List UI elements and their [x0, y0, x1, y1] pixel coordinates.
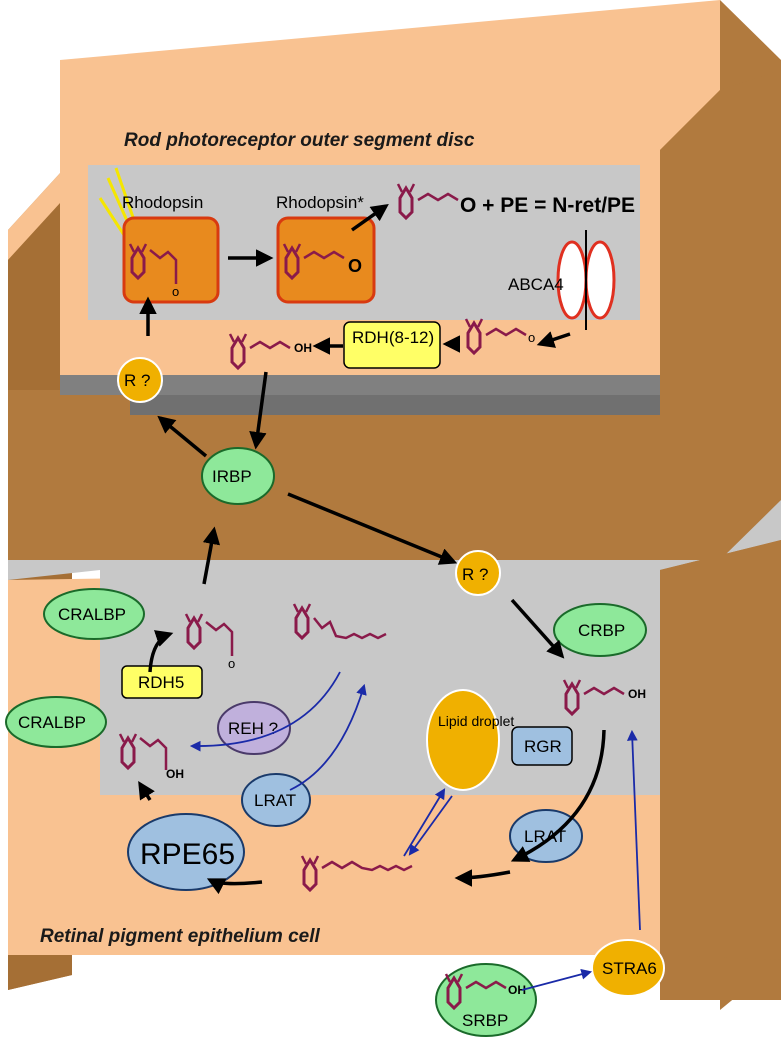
lrat-enzyme-1 — [241, 773, 311, 827]
r-receptor-2-label: R ? — [462, 565, 488, 584]
rgr-box — [511, 726, 573, 766]
retinyl-ester-rpe-icon — [292, 602, 387, 640]
retinal-released-icon — [396, 182, 459, 220]
pe-equation: O + PE = N-ret/PE — [460, 194, 635, 217]
transport-arrows — [189, 671, 641, 991]
retinol-11cis-icon: OH — [118, 732, 184, 781]
svg-text:OH: OH — [628, 687, 646, 701]
rdh5-label: RDH5 — [138, 673, 184, 692]
abca4-label: ABCA4 — [508, 275, 564, 294]
rdh812-box — [343, 321, 441, 369]
irbp-protein — [201, 447, 275, 505]
svg-text:o: o — [528, 330, 535, 345]
retinal-alltrans-icon: O — [282, 242, 362, 280]
svg-text:O: O — [348, 256, 362, 276]
retinol-rod-icon: OH — [228, 332, 312, 370]
lrat-1-label: LRAT — [254, 791, 296, 810]
rhodopsin-box — [122, 216, 220, 304]
r-receptor-1 — [117, 357, 163, 403]
retinal-rpe-11cis-icon: o — [184, 612, 235, 671]
rgr-label: RGR — [524, 737, 562, 756]
retinol-rpe-icon: OH — [562, 678, 646, 716]
r-receptor-1-label: R ? — [124, 371, 150, 390]
rhodopsin-label: Rhodopsin — [122, 193, 203, 212]
pathway-arrows — [138, 203, 606, 895]
rpe-cell-title: Retinal pigment epithelium cell — [40, 926, 320, 947]
svg-text:o: o — [228, 656, 235, 671]
rod-outer-segment-title: Rod photoreceptor outer segment disc — [124, 130, 475, 151]
cralbp-2-label: CRALBP — [18, 713, 86, 732]
rdh812-label: RDH(8-12) — [352, 328, 434, 347]
abca4-transporter-right — [584, 240, 616, 320]
retinyl-ester-bottom-icon — [300, 854, 413, 892]
cell-box — [8, 0, 781, 1010]
rpe65-enzyme — [127, 813, 245, 891]
rdh5-box — [121, 665, 203, 699]
cralbp-protein-1 — [43, 588, 145, 640]
cralbp-1-label: CRALBP — [58, 605, 126, 624]
svg-text:OH: OH — [294, 341, 312, 355]
svg-text:OH: OH — [166, 767, 184, 781]
retinal-abca4-icon: o — [464, 317, 535, 355]
srbp-label: SRBP — [462, 1011, 508, 1030]
lipid-droplet-label: Lipid droplet — [438, 713, 514, 729]
stra6-label: STRA6 — [602, 959, 657, 978]
rpe65-label: RPE65 — [140, 838, 235, 871]
retinol-srbp-icon: OH — [444, 972, 526, 1010]
reh-enzyme — [217, 701, 291, 755]
rhodopsin-star-label: Rhodopsin* — [276, 193, 364, 212]
r-receptor-2 — [455, 550, 501, 596]
crbp-protein — [553, 603, 647, 657]
reh-label: REH ? — [228, 719, 278, 738]
svg-text:OH: OH — [508, 983, 526, 997]
rhodopsin-star-box — [276, 216, 376, 304]
crbp-label: CRBP — [578, 621, 625, 640]
srbp-protein — [435, 963, 537, 1037]
lipid-droplet — [426, 689, 500, 791]
stra6-receptor — [591, 939, 665, 997]
irbp-label: IRBP — [212, 467, 252, 486]
svg-text:o: o — [172, 284, 179, 299]
cralbp-protein-2 — [5, 696, 107, 748]
retinal-11cis-icon: o — [128, 242, 179, 299]
